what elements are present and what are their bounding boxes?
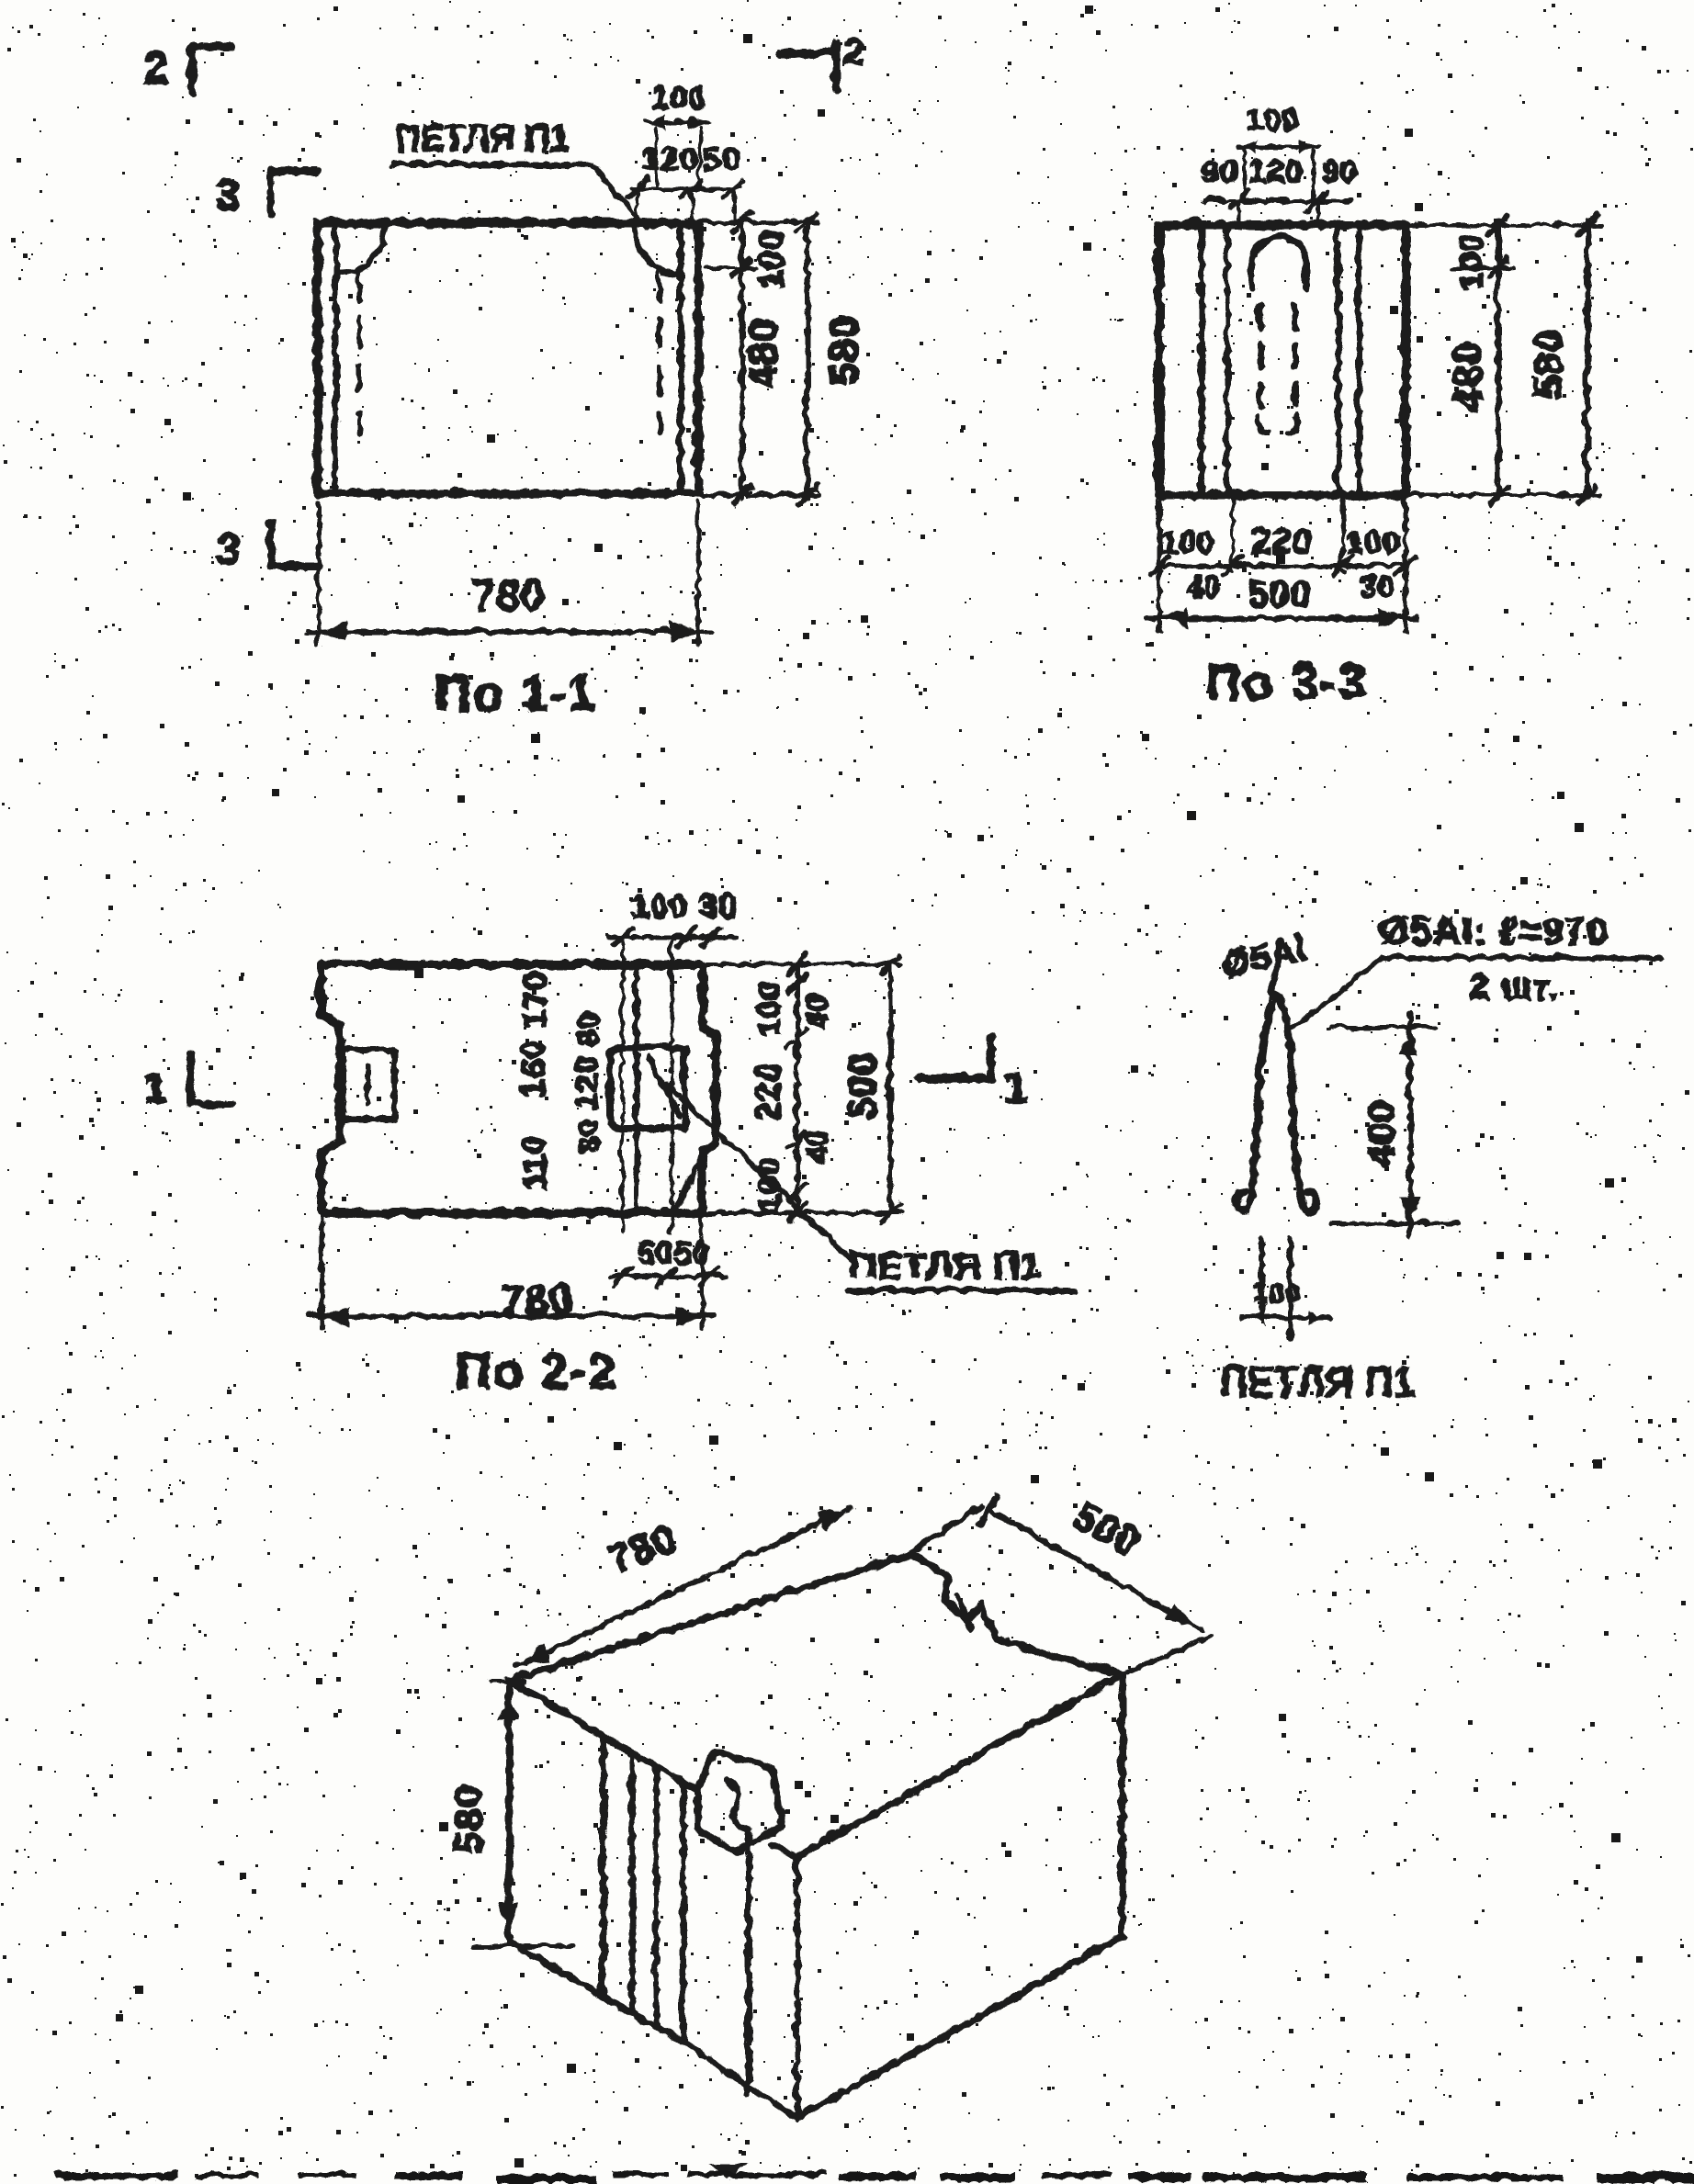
- svg-text:100: 100: [1451, 231, 1488, 288]
- svg-text:1: 1: [142, 1062, 167, 1109]
- svg-text:ПЕТЛЯ П1: ПЕТЛЯ П1: [847, 1244, 1040, 1285]
- svg-text:100: 100: [628, 885, 686, 923]
- svg-text:50: 50: [701, 139, 740, 176]
- svg-text:110: 110: [514, 1132, 551, 1188]
- svg-text:2: 2: [141, 39, 168, 91]
- svg-text:40: 40: [1185, 569, 1220, 602]
- svg-text:50: 50: [636, 1234, 672, 1269]
- svg-text:Ø5АI: ℓ=970: Ø5АI: ℓ=970: [1378, 907, 1608, 951]
- svg-text:500: 500: [839, 1050, 882, 1117]
- svg-text:3: 3: [214, 523, 240, 572]
- svg-text:400: 400: [1357, 1098, 1400, 1165]
- svg-text:100: 100: [751, 228, 790, 288]
- svg-text:90: 90: [1200, 152, 1237, 187]
- svg-text:170: 170: [514, 968, 551, 1026]
- svg-text:3: 3: [214, 169, 240, 218]
- svg-text:480: 480: [739, 316, 784, 386]
- svg-text:2 шт.: 2 шт.: [1467, 965, 1558, 1006]
- svg-text:40: 40: [798, 992, 831, 1027]
- svg-text:100: 100: [1344, 523, 1399, 558]
- svg-text:30: 30: [697, 885, 736, 923]
- svg-text:100: 100: [649, 79, 705, 114]
- svg-text:По 2-2: По 2-2: [454, 1342, 616, 1397]
- svg-text:580: 580: [1524, 327, 1569, 397]
- svg-text:По 3-3: По 3-3: [1204, 653, 1367, 708]
- svg-text:По 1-1: По 1-1: [434, 664, 596, 719]
- svg-text:220: 220: [1250, 521, 1311, 559]
- svg-text:ПЕТЛЯ П1: ПЕТЛЯ П1: [1218, 1357, 1413, 1405]
- svg-text:1: 1: [1002, 1062, 1027, 1109]
- svg-text:480: 480: [1444, 340, 1489, 410]
- svg-text:500: 500: [1246, 572, 1310, 613]
- svg-text:120: 120: [1247, 152, 1302, 187]
- svg-text:100: 100: [751, 979, 785, 1034]
- svg-text:220: 220: [748, 1060, 785, 1118]
- svg-text:ПЕТЛЯ П1: ПЕТЛЯ П1: [393, 117, 568, 157]
- svg-text:580: 580: [819, 313, 864, 383]
- svg-text:120: 120: [638, 139, 696, 176]
- svg-text:580: 580: [445, 1782, 490, 1852]
- svg-text:160: 160: [512, 1037, 549, 1095]
- svg-text:780: 780: [499, 1274, 572, 1322]
- svg-text:100: 100: [1244, 101, 1299, 136]
- svg-text:30: 30: [1359, 569, 1394, 602]
- svg-text:90: 90: [1320, 152, 1357, 187]
- svg-text:120: 120: [568, 1053, 603, 1109]
- svg-text:100: 100: [1250, 1277, 1299, 1307]
- svg-text:780: 780: [470, 569, 544, 617]
- svg-text:2: 2: [841, 28, 864, 71]
- svg-text:80: 80: [570, 1009, 604, 1044]
- svg-text:50: 50: [672, 1234, 709, 1269]
- svg-text:40: 40: [798, 1127, 831, 1162]
- svg-text:80: 80: [570, 1117, 604, 1152]
